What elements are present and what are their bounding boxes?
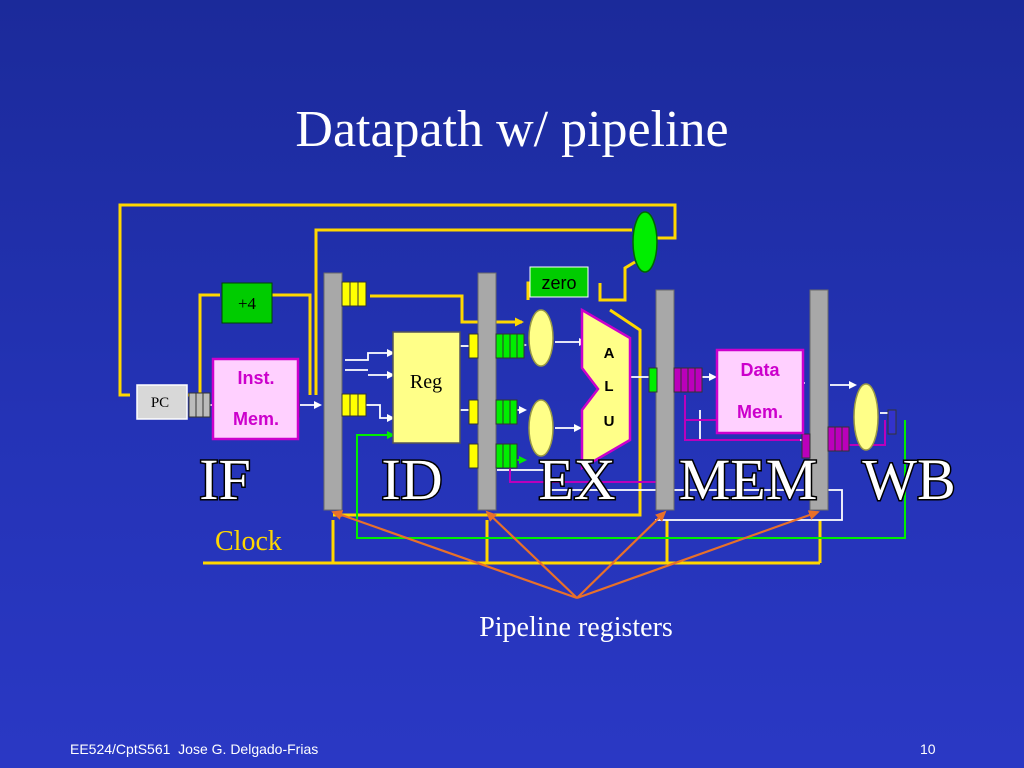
pipeline-register-id-ex — [477, 272, 497, 511]
alu-label-l: L — [604, 378, 613, 395]
stage-label-id: ID — [381, 447, 442, 512]
clock-label: Clock — [215, 526, 282, 557]
reg-label: Reg — [410, 371, 442, 393]
alu-input-mux-bottom — [528, 399, 554, 457]
data-mem-label-line1: Data — [740, 360, 780, 380]
stage-label-wb: WB — [862, 447, 955, 512]
inst-mem-label-line2: Mem. — [233, 409, 279, 429]
inst-mem-label-line1: Inst. — [237, 368, 274, 388]
slide-title: Datapath w/ pipeline — [295, 101, 729, 158]
alu-label-a: A — [604, 345, 615, 362]
pipeline-registers-label: Pipeline registers — [479, 612, 673, 643]
pc-mux — [632, 211, 658, 273]
zero-flag — [529, 266, 589, 298]
stage-label-mem: MEM — [679, 447, 818, 512]
register-file — [392, 331, 461, 444]
footer-course: EE524/CptS561 Jose G. Delgado-Frias — [70, 741, 319, 757]
pipeline-register-ex-mem — [655, 289, 675, 511]
footer-page-number: 10 — [920, 741, 936, 757]
plus4-adder — [221, 282, 273, 324]
data-memory — [715, 348, 805, 435]
pipeline-register-arrows — [331, 510, 820, 600]
pipeline-register-if-id — [323, 272, 343, 511]
alu-label-u: U — [604, 413, 615, 430]
data-mem-label-line2: Mem. — [737, 402, 783, 422]
stage-label-if: IF — [199, 447, 251, 512]
writeback-mux — [853, 383, 879, 451]
pc-register — [136, 384, 188, 420]
instruction-memory — [211, 357, 300, 441]
alu — [580, 307, 632, 471]
pc-label: PC — [151, 395, 169, 411]
zero-label: zero — [541, 273, 576, 293]
pipeline-register-mem-wb — [809, 289, 829, 511]
alu-input-mux-top — [528, 309, 554, 367]
plus4-label: +4 — [238, 294, 257, 313]
latch-cells — [188, 281, 897, 469]
stage-label-ex: EX — [538, 447, 615, 512]
